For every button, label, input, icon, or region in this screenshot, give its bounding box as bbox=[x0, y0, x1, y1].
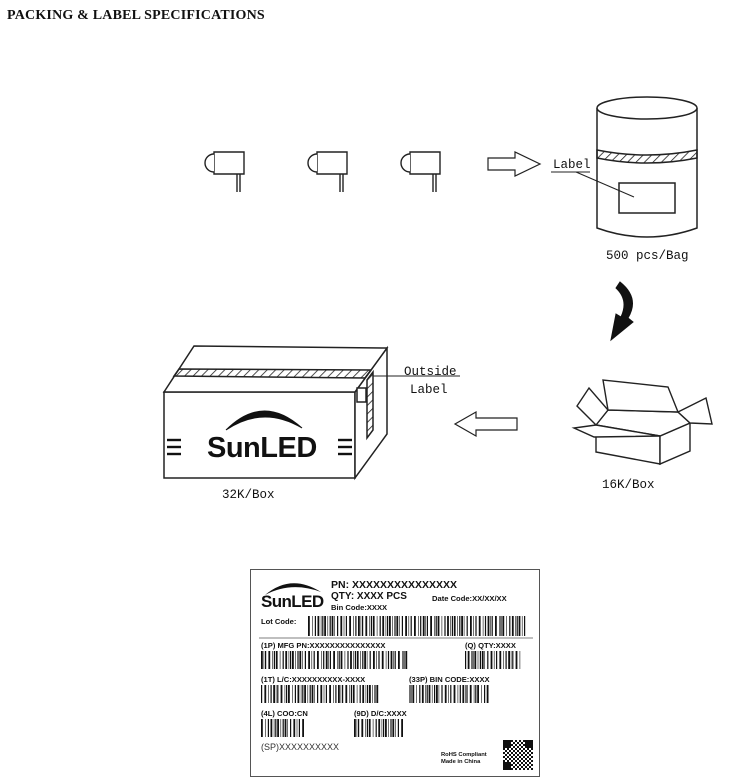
coo-barcode bbox=[261, 719, 304, 737]
arrow-right-icon bbox=[487, 151, 542, 177]
arrow-left-icon bbox=[453, 410, 518, 438]
curved-arrow-icon bbox=[610, 281, 634, 342]
label-sp: (SP)XXXXXXXXXX bbox=[261, 742, 340, 752]
box-brand-logo: SunLED bbox=[207, 432, 317, 464]
bag-illustration bbox=[551, 96, 698, 238]
large-box-quantity: 32K/Box bbox=[222, 488, 275, 502]
shipping-label: SunLED PN: XXXXXXXXXXXXXXX QTY: XXXX PCS… bbox=[250, 569, 540, 777]
small-box-illustration bbox=[571, 379, 713, 466]
label-made-in: Made in China bbox=[441, 759, 481, 765]
label-brand-logo: SunLED bbox=[261, 592, 324, 611]
q-qty-barcode bbox=[465, 651, 521, 669]
bag-label-text: Label bbox=[553, 158, 591, 172]
lot-code-barcode bbox=[308, 616, 526, 636]
led-component bbox=[307, 151, 348, 192]
bin-code-barcode bbox=[409, 685, 489, 703]
label-coo: (4L) COO:CN bbox=[261, 709, 308, 718]
small-box-quantity: 16K/Box bbox=[602, 478, 655, 492]
dc-barcode bbox=[354, 719, 403, 737]
page-title: PACKING & LABEL SPECIFICATIONS bbox=[7, 8, 265, 23]
label-pn: PN: XXXXXXXXXXXXXXX bbox=[331, 579, 458, 591]
label-bin-code: Bin Code:XXXX bbox=[331, 603, 388, 612]
led-component bbox=[204, 151, 245, 192]
label-mfg-pn: (1P) MFG PN:XXXXXXXXXXXXXXX bbox=[261, 641, 386, 650]
label-rohs: RoHS Compliant bbox=[441, 752, 487, 758]
mfg-pn-barcode bbox=[261, 651, 408, 669]
outside-label-line1: Outside bbox=[404, 365, 457, 379]
large-box-illustration bbox=[162, 345, 460, 481]
label-bin-code-33p: (33P) BIN CODE:XXXX bbox=[409, 675, 490, 684]
label-lot-code: Lot Code: bbox=[261, 617, 297, 626]
brand-logo-arc bbox=[225, 410, 303, 431]
bag-quantity: 500 pcs/Bag bbox=[606, 249, 689, 263]
led-component bbox=[400, 151, 441, 192]
label-dc: (9D) D/C:XXXX bbox=[354, 709, 407, 718]
outside-label-line2: Label bbox=[410, 383, 448, 397]
label-graphics bbox=[259, 583, 533, 770]
label-date-code: Date Code:XX/XX/XX bbox=[432, 594, 507, 603]
qr-code bbox=[503, 740, 533, 770]
label-qty: QTY: XXXX PCS bbox=[331, 591, 407, 602]
label-q-qty: (Q) QTY:XXXX bbox=[465, 641, 516, 650]
lc-barcode bbox=[261, 685, 379, 703]
label-lc: (1T) L/C:XXXXXXXXXX-XXXX bbox=[261, 675, 366, 684]
